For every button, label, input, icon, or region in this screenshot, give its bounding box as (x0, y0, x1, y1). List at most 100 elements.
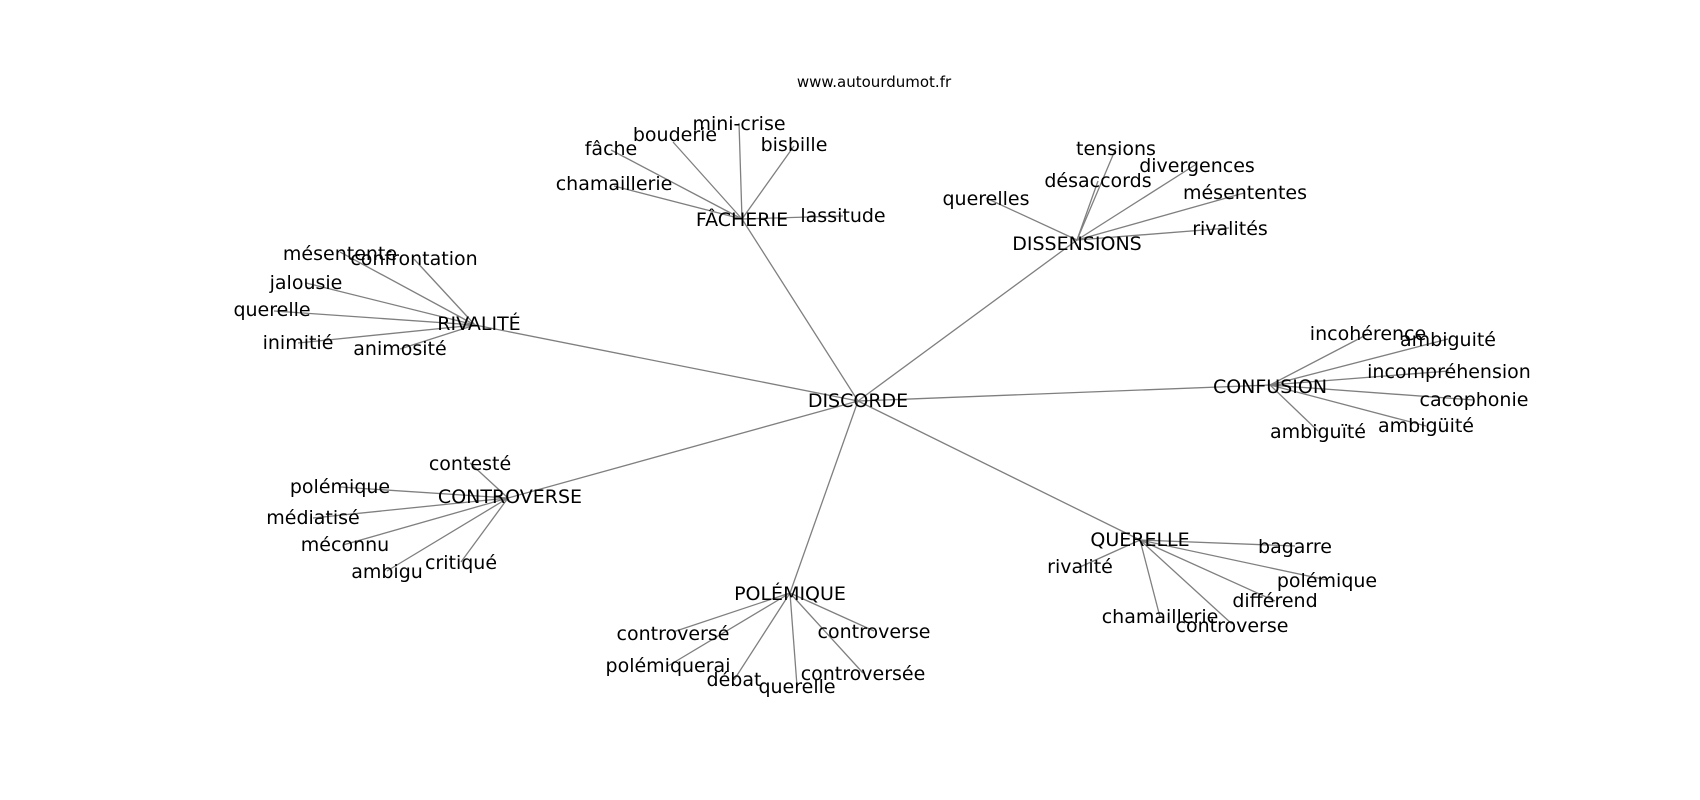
leaf-node-label[interactable]: incohérence (1310, 323, 1426, 345)
edge-hub-to-leaf (1139, 539, 1161, 618)
edge-hub-to-leaf (1076, 164, 1196, 241)
leaf-node-label[interactable]: jalousie (269, 272, 343, 294)
edge-hub-to-leaf (460, 497, 509, 563)
site-url: www.autourdumot.fr (797, 73, 952, 91)
edge-hub-to-leaf (386, 497, 509, 572)
edge-hub-to-leaf (1269, 338, 1449, 386)
leaf-node-label[interactable]: cacophonie (1420, 389, 1529, 411)
leaf-node-label[interactable]: lassitude (800, 205, 885, 227)
leaf-node-label[interactable]: polémiquerai (606, 655, 731, 677)
edge-hub-to-leaf (672, 141, 743, 220)
leaf-node-label[interactable]: ambiguïté (1270, 421, 1366, 443)
edge-hub-to-leaf (610, 149, 743, 220)
leaf-node-label[interactable]: chamaillerie (1102, 606, 1219, 628)
edge-hub-to-leaf (1269, 384, 1319, 432)
edge-hub-to-leaf (297, 324, 476, 344)
leaf-node-label[interactable]: critiqué (425, 552, 497, 574)
leaf-node-label[interactable]: débat (707, 669, 762, 691)
edge-hub-to-leaf (738, 122, 743, 220)
edge-root-to-hub (857, 384, 1271, 402)
root-node-label[interactable]: DISCORDE (808, 390, 908, 412)
hub-node-label[interactable]: DISSENSIONS (1012, 233, 1141, 255)
leaf-node-label[interactable]: désaccords (1044, 170, 1151, 192)
leaf-node-label[interactable]: méconnu (301, 534, 389, 556)
leaf-node-label[interactable]: ambigüité (1378, 415, 1474, 437)
edge-hub-to-leaf (339, 486, 509, 499)
edge-hub-to-leaf (1076, 227, 1230, 241)
leaf-node-label[interactable]: confrontation (350, 248, 477, 270)
leaf-node-label[interactable]: inimitié (263, 332, 334, 354)
leaf-node-label[interactable]: tensions (1076, 138, 1156, 160)
edge-hub-to-leaf (305, 282, 476, 326)
leaf-node-label[interactable]: divergences (1139, 155, 1255, 177)
hub-node-label[interactable]: CONFUSION (1213, 376, 1327, 398)
edge-hub-to-leaf (1076, 192, 1245, 241)
hub-node-label[interactable]: FÂCHERIE (696, 208, 788, 231)
edge-root-to-hub (474, 324, 859, 402)
leaf-node-label[interactable]: bisbille (761, 134, 828, 156)
edge-root-to-hub (507, 400, 859, 499)
edge-hub-to-leaf (413, 258, 476, 326)
edge-hub-to-leaf (1269, 384, 1475, 401)
hub-node-label[interactable]: CONTROVERSE (438, 486, 582, 508)
leaf-node-label[interactable]: querelles (942, 188, 1029, 210)
hub-node-label[interactable]: QUERELLE (1090, 529, 1189, 551)
edge-hub-to-leaf (985, 197, 1078, 241)
edge-hub-to-leaf (339, 251, 476, 326)
leaf-node-label[interactable]: ambigu (351, 561, 423, 583)
edge-hub-to-leaf (1079, 539, 1141, 568)
leaf-node-label[interactable]: chamaillerie (556, 173, 673, 195)
hub-node-label[interactable]: POLÉMIQUE (734, 582, 846, 605)
edge-hub-to-leaf (469, 462, 509, 499)
edge-hub-to-leaf (667, 592, 791, 667)
leaf-node-label[interactable]: rivalité (1047, 556, 1113, 578)
leaf-node-label[interactable]: différend (1232, 590, 1317, 612)
edge-root-to-hub (789, 400, 859, 594)
leaf-node-label[interactable]: incompréhension (1367, 361, 1531, 383)
leaf-node-label[interactable]: mini-crise (692, 113, 785, 135)
hub-node-label[interactable]: RIVALITÉ (437, 312, 520, 335)
leaf-node-label[interactable]: controverse (818, 621, 931, 643)
edge-hub-to-leaf (1139, 539, 1233, 625)
leaf-node-label[interactable]: controverse (1176, 615, 1289, 637)
edge-hub-to-leaf (273, 310, 476, 326)
leaf-node-label[interactable]: controversé (617, 623, 730, 645)
edge-hub-to-leaf (789, 592, 798, 687)
edge-root-to-hub (857, 400, 1141, 541)
leaf-node-label[interactable]: polémique (290, 476, 390, 498)
edge-hub-to-leaf (312, 497, 509, 519)
edge-hub-to-leaf (1139, 539, 1328, 581)
leaf-node-label[interactable]: bouderie (633, 124, 717, 146)
leaf-node-label[interactable]: contesté (429, 453, 511, 475)
leaf-node-label[interactable]: querelle (758, 676, 835, 698)
leaf-node-label[interactable]: polémique (1277, 570, 1377, 592)
edge-hub-to-leaf (1076, 180, 1099, 241)
leaf-node-label[interactable]: querelle (233, 299, 310, 321)
edge-hub-to-leaf (1076, 147, 1117, 241)
leaf-node-label[interactable]: mésentente (283, 243, 397, 265)
leaf-node-label[interactable]: médiatisé (266, 507, 360, 529)
edge-hub-to-leaf (613, 185, 743, 220)
edge-hub-to-leaf (672, 592, 791, 633)
edge-hub-to-leaf (741, 215, 844, 220)
leaf-node-label[interactable]: mésententes (1183, 182, 1307, 204)
leaf-node-label[interactable]: bagarre (1258, 536, 1332, 558)
edge-hub-to-leaf (789, 592, 864, 674)
edge-hub-to-leaf (733, 592, 791, 681)
leaf-node-label[interactable]: animosité (353, 338, 446, 360)
leaf-node-label[interactable]: ambiguité (1400, 329, 1496, 351)
edge-hub-to-leaf (1269, 384, 1427, 427)
edge-hub-to-leaf (789, 592, 875, 632)
edge-hub-to-leaf (399, 324, 476, 350)
edge-hub-to-leaf (342, 497, 509, 546)
edge-root-to-hub (741, 218, 859, 402)
leaf-node-label[interactable]: rivalités (1192, 218, 1268, 240)
edge-hub-to-leaf (1269, 370, 1450, 386)
edge-hub-to-leaf (741, 145, 795, 220)
edge-hub-to-leaf (1139, 539, 1276, 602)
leaf-node-label[interactable]: controversée (801, 663, 926, 685)
leaf-node-label[interactable]: fâche (585, 138, 638, 160)
edge-root-to-hub (857, 239, 1078, 402)
edges (273, 122, 1475, 687)
